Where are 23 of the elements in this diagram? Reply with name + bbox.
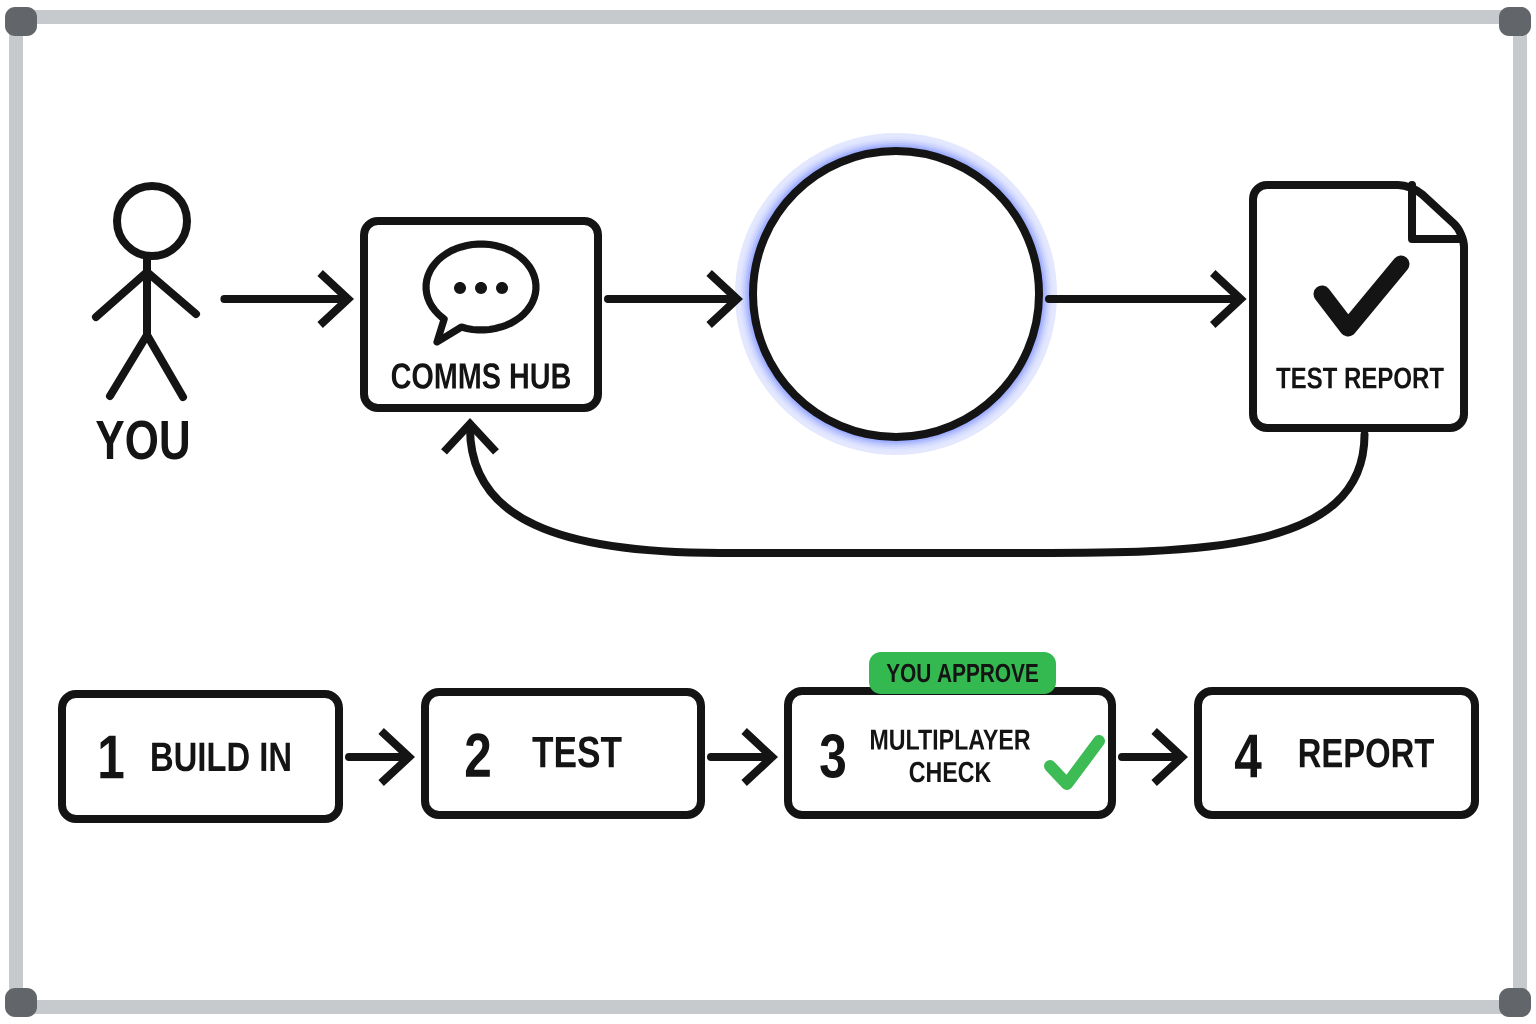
approval-badge: YOU APPROVE [869,652,1056,694]
step-box [1194,687,1479,819]
person-label: YOU [96,420,188,460]
arrow [604,270,743,328]
report-document [1249,181,1468,432]
step-number: 2 [465,733,490,777]
hub-box [360,217,602,412]
box-label: COMMS HUB [391,363,571,389]
arrow [441,418,1369,558]
step-number: 3 [820,734,845,778]
glowing-circle [735,133,1057,455]
arrow [1045,270,1247,328]
step-label: BUILD IN [152,742,290,772]
step-label: REPORT [1299,738,1434,768]
step-number: 4 [1234,734,1262,778]
step-box [784,687,1116,819]
step-box [58,690,343,823]
step-box [421,688,705,819]
step-label: MULTIPLAYER CHECK [871,729,1031,783]
step-label: TEST [532,736,622,768]
arrow [220,270,354,328]
document-label: TEST REPORT [1276,367,1444,389]
step-number: 1 [100,735,124,779]
